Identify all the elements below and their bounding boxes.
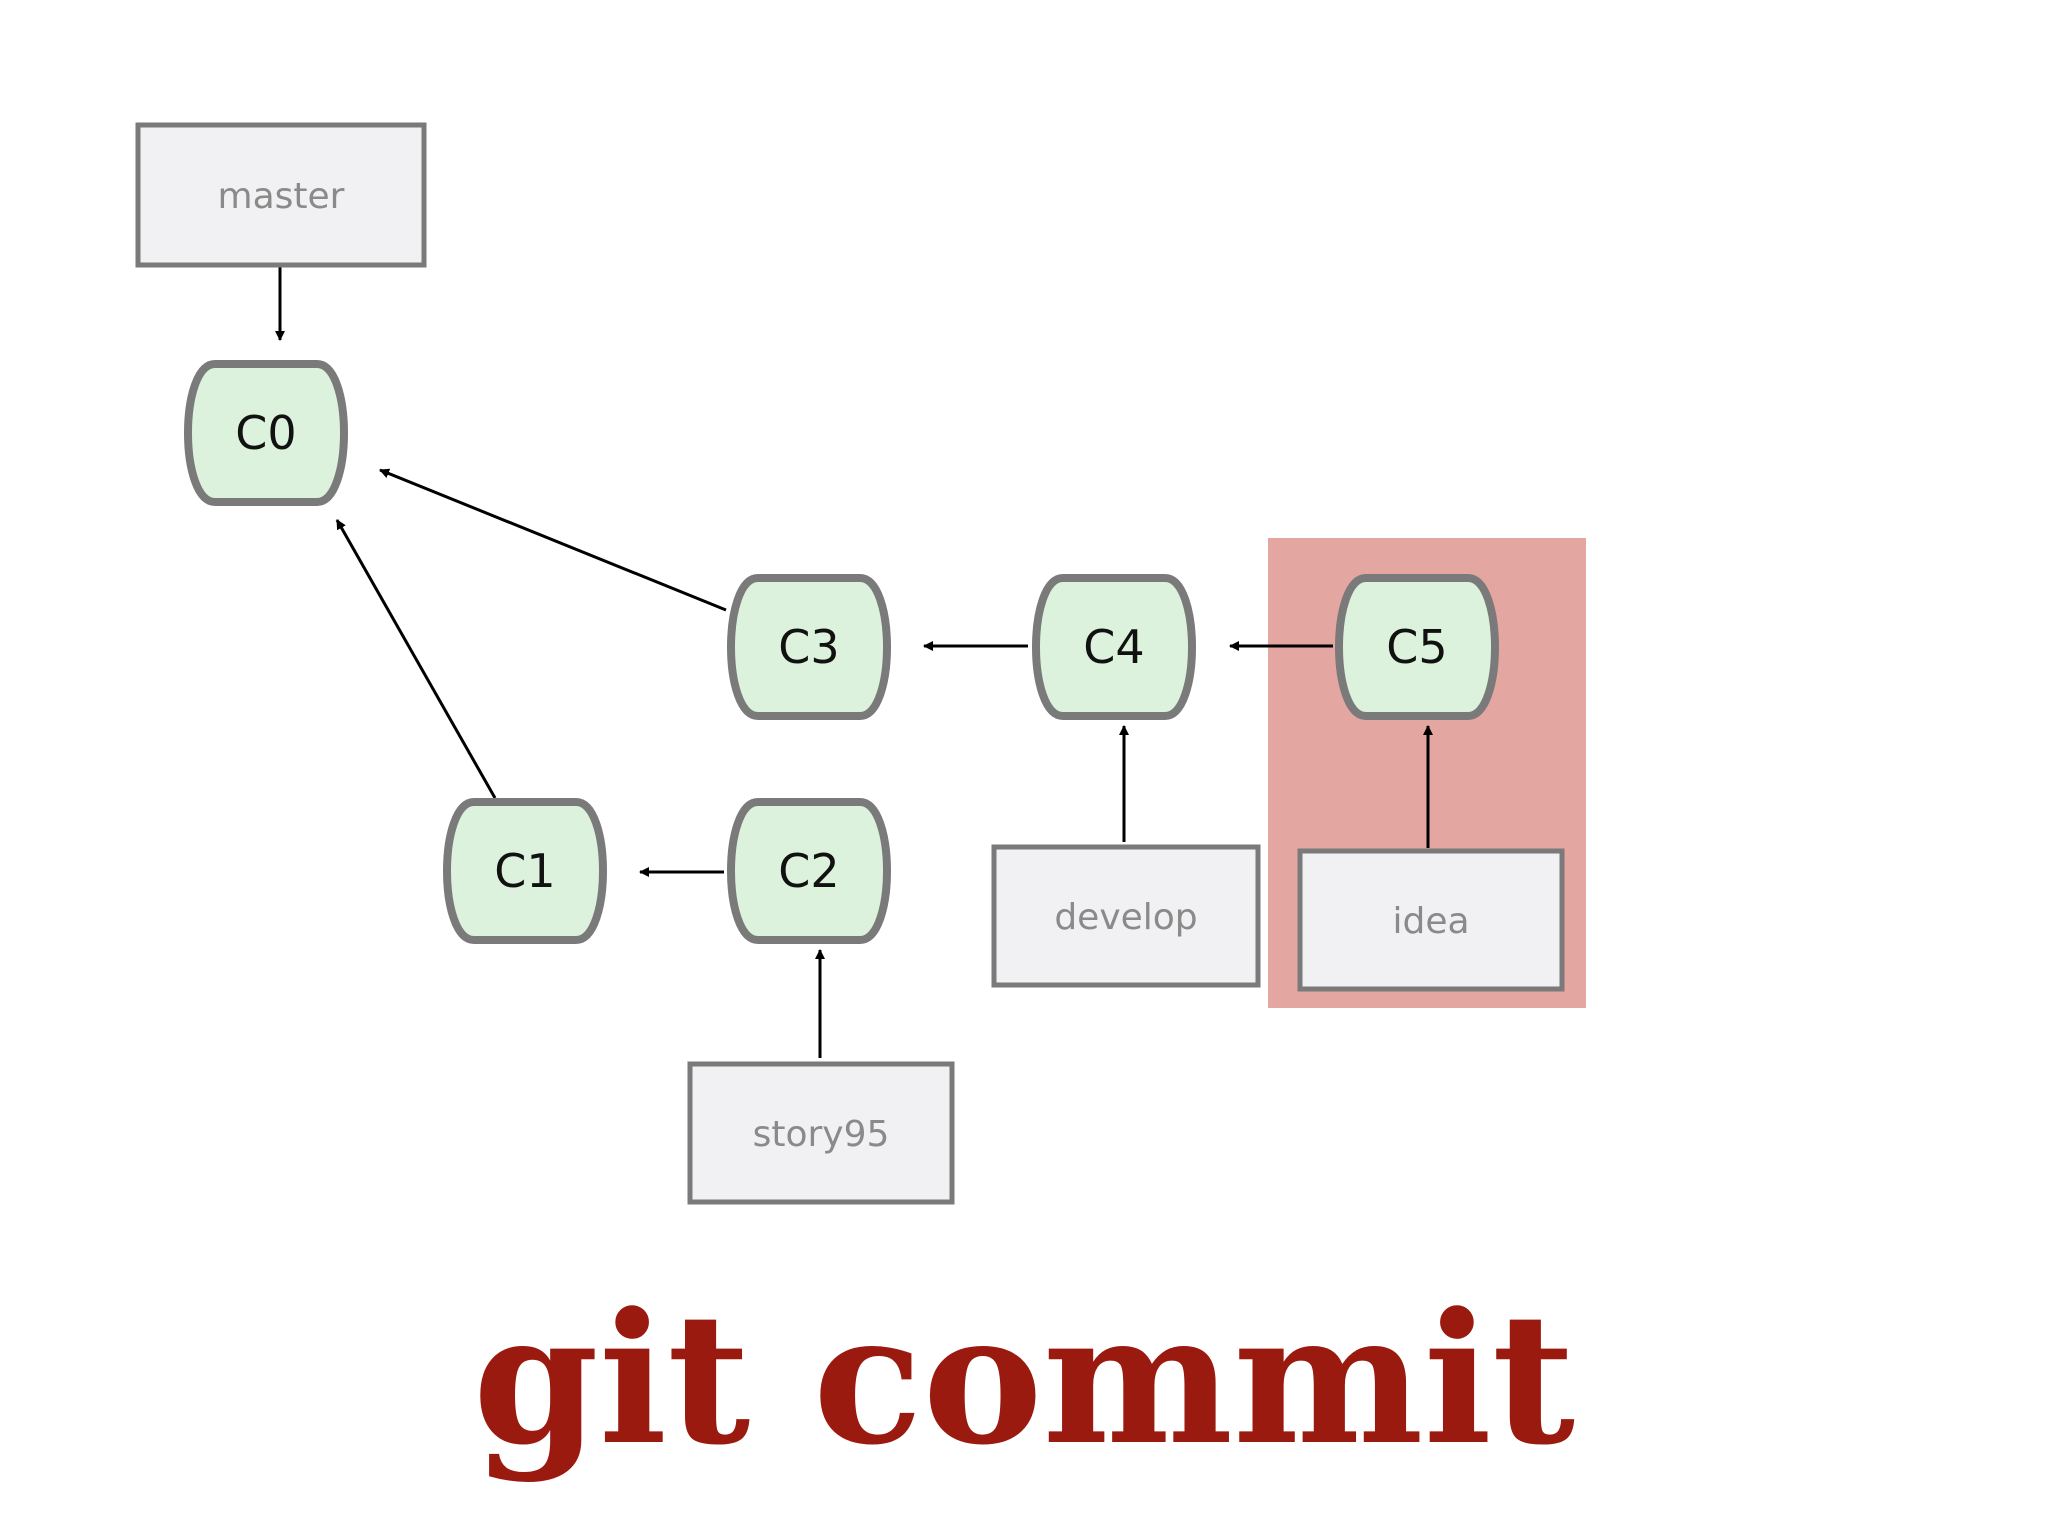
arrows [275, 265, 1433, 1058]
commit-label: C1 [494, 844, 555, 898]
branch-box [991, 844, 1261, 988]
branch-idea: idea [1297, 848, 1565, 992]
commit-c0: C0 [184, 360, 348, 506]
branch-label: story95 [753, 1114, 890, 1155]
commit-shape [443, 798, 607, 944]
commit-shape [184, 360, 348, 506]
commit-label: C5 [1386, 620, 1447, 674]
branch-box [135, 122, 427, 268]
commit-c3: C3 [727, 574, 891, 720]
commit-label: C0 [235, 406, 296, 460]
commit-c1: C1 [443, 798, 607, 944]
commit-shape [727, 798, 891, 944]
arrow-c1-to-c0 [335, 519, 497, 799]
command-title: git commit [472, 1274, 1576, 1485]
branch-box [1297, 848, 1565, 992]
arrow-c3-to-c0 [379, 468, 727, 612]
commit-c4: C4 [1032, 574, 1196, 720]
branch-labels: master develop idea story95 [135, 122, 1565, 1205]
commit-label: C2 [778, 844, 839, 898]
branch-master: master [135, 122, 427, 268]
commit-shape [1335, 574, 1499, 720]
branch-label: develop [1054, 897, 1197, 938]
branch-label: idea [1392, 901, 1469, 942]
commit-shape [1032, 574, 1196, 720]
commit-shape [727, 574, 891, 720]
branch-story95: story95 [687, 1061, 955, 1205]
branch-develop: develop [991, 844, 1261, 988]
commit-c5: C5 [1335, 574, 1499, 720]
commit-label: C3 [778, 620, 839, 674]
commit-c2: C2 [727, 798, 891, 944]
branch-box [687, 1061, 955, 1205]
commit-label: C4 [1083, 620, 1144, 674]
branch-label: master [218, 176, 345, 217]
